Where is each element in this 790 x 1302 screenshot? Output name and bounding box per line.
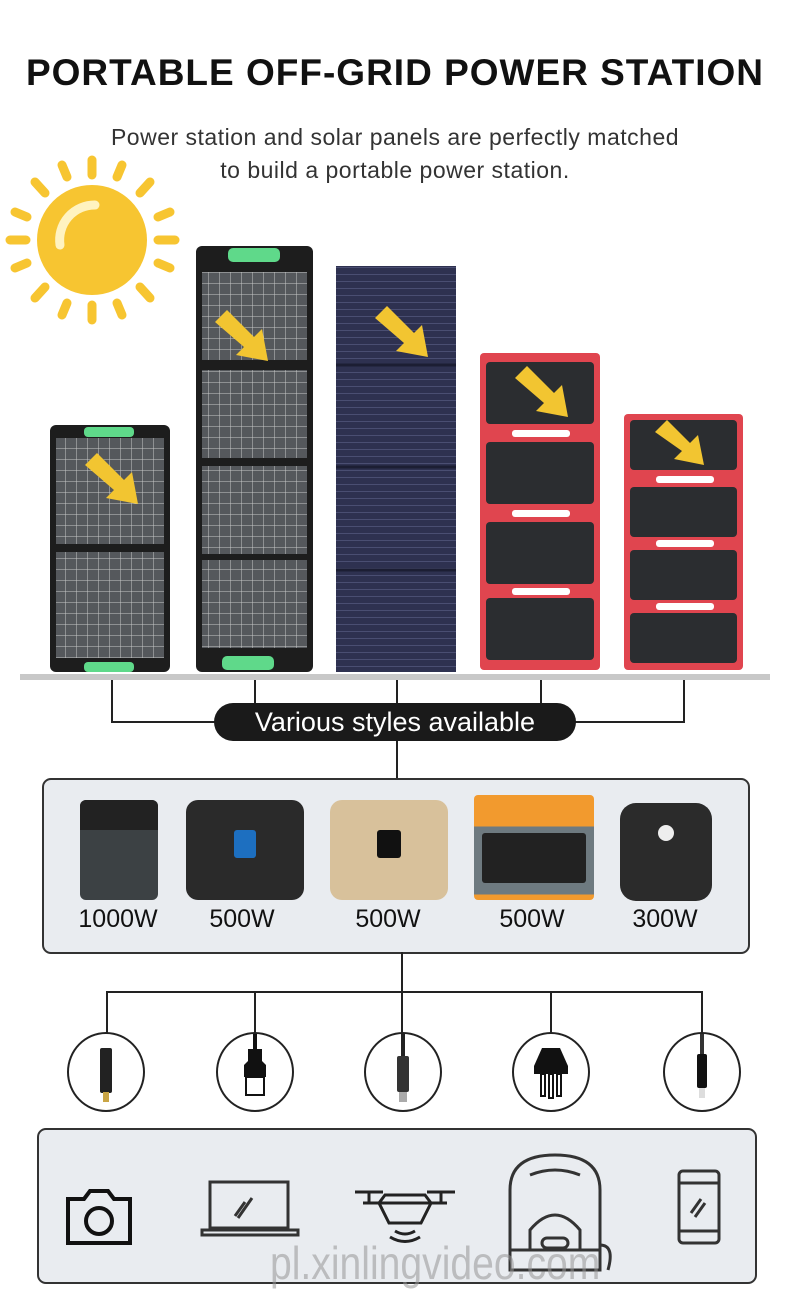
power-station-500w-orange [474, 795, 594, 900]
drone-icon [355, 1190, 455, 1243]
power-station-500w-beige [330, 800, 448, 900]
watt-label: 1000W [78, 905, 158, 933]
solar-panel-5 [624, 414, 743, 670]
sun-icon [5, 155, 180, 325]
usb-a-plug-icon [216, 1032, 294, 1112]
watt-label: 500W [209, 905, 275, 933]
watt-label: 500W [499, 905, 565, 933]
solar-panel-2 [196, 246, 313, 672]
dc-barrel-plug-icon [67, 1032, 145, 1112]
camera-icon [66, 1189, 132, 1245]
watermark: pl.xinlingvideo.com [270, 1237, 601, 1289]
watt-label: 300W [632, 905, 698, 933]
watt-label: 500W [355, 905, 421, 933]
power-station-500w-black [186, 800, 304, 900]
compatible-devices-box [37, 1128, 757, 1284]
power-station-300w [620, 803, 712, 901]
smartphone-icon [677, 1169, 721, 1245]
rice-cooker-icon [508, 1153, 612, 1272]
lightning-plug-icon [663, 1032, 741, 1112]
solar-panel-1 [50, 425, 170, 672]
page-title: PORTABLE OFF-GRID POWER STATION [25, 52, 765, 93]
solar-panel-4 [480, 353, 600, 670]
subtitle-line-1: Power station and solar panels are perfe… [110, 124, 680, 150]
ac-plug-icon [512, 1032, 590, 1112]
styles-available-label: Various styles available [214, 703, 576, 741]
subtitle-line-2: to build a portable power station. [220, 157, 570, 183]
power-station-1000w [80, 800, 158, 900]
usb-c-plug-icon [364, 1032, 442, 1112]
arrow-icons [85, 306, 704, 504]
laptop-icon [200, 1180, 300, 1237]
solar-panels [20, 246, 770, 680]
